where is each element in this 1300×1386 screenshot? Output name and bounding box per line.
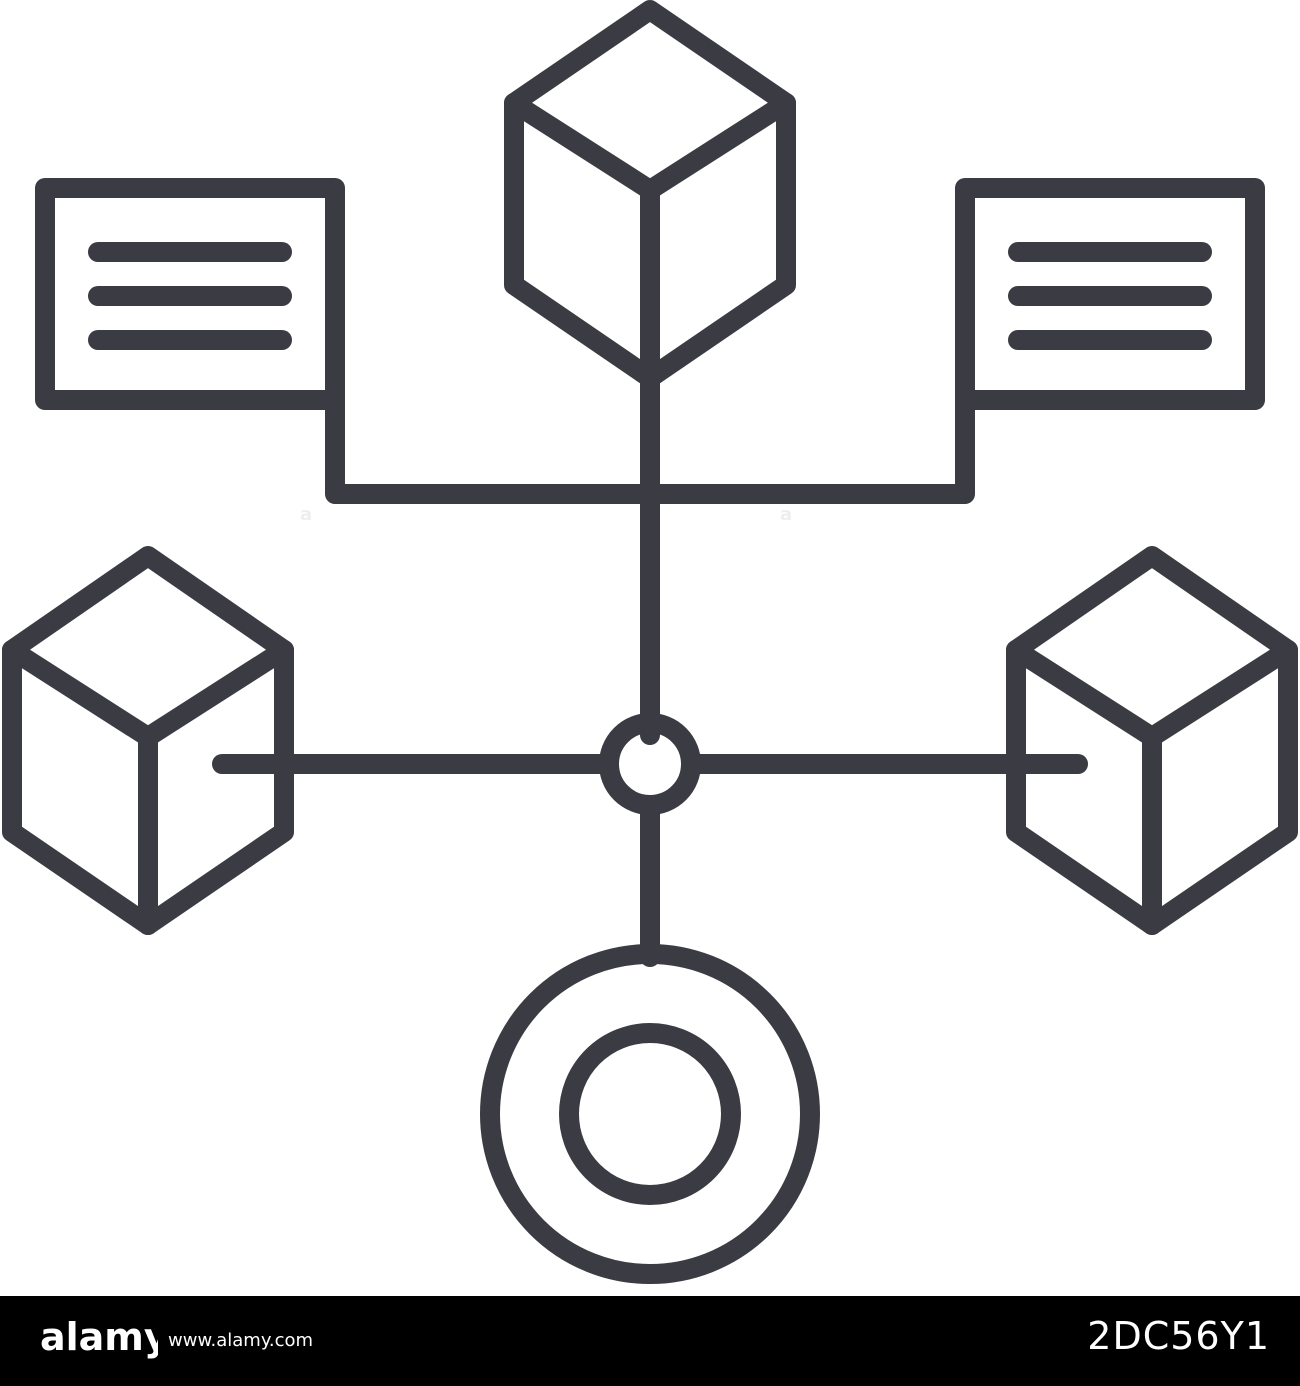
- svg-text:a: a: [300, 504, 312, 525]
- watermark-marks: a a a a a a: [300, 504, 1042, 920]
- stock-image-id: 2DC56Y1: [1087, 1314, 1270, 1358]
- cube-right-icon: [1006, 546, 1298, 935]
- document-right-icon: [955, 178, 1265, 410]
- target-circle-icon: [480, 944, 820, 1284]
- svg-text:a: a: [640, 604, 652, 625]
- svg-text:a: a: [780, 504, 792, 525]
- svg-text:a: a: [580, 754, 592, 775]
- blockchain-network-icon: a a a a a a: [2, 0, 1298, 1284]
- stock-url[interactable]: www.alamy.com: [168, 1330, 314, 1351]
- connector-lines: [212, 370, 1088, 967]
- document-left-icon: [35, 178, 345, 410]
- stock-footer-bar: alamy www.alamy.com 2DC56Y1: [0, 1296, 1300, 1386]
- cube-left-icon: [2, 546, 294, 935]
- network-diagram-svg: a a a a a a: [2, 0, 1298, 1284]
- svg-text:a: a: [640, 899, 652, 920]
- alamy-logo: alamy: [40, 1315, 158, 1359]
- doc-bus-line: [325, 390, 975, 504]
- svg-text:alamy: alamy: [40, 1315, 158, 1359]
- cube-top-icon: [504, 0, 796, 388]
- hub-node-icon: [599, 713, 701, 815]
- svg-text:a: a: [1030, 754, 1042, 775]
